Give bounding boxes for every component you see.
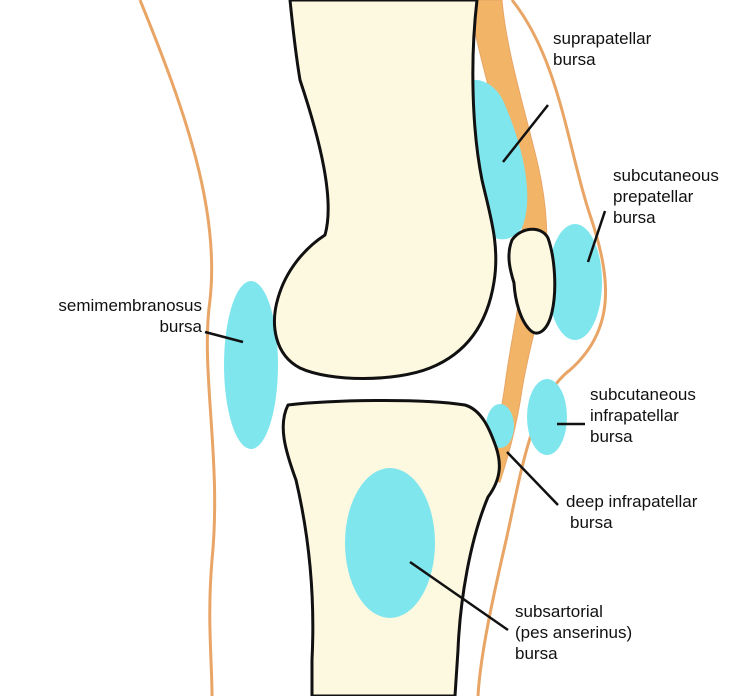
semimembranosus-bursa	[224, 281, 278, 449]
label-line: bursa	[553, 49, 651, 70]
label-line: subsartorial	[515, 601, 632, 622]
label-line: (pes anserinus)	[515, 622, 632, 643]
label-line: suprapatellar	[553, 28, 651, 49]
label-line: infrapatellar	[590, 405, 696, 426]
label-semimembranosus-bursa: semimembranosus bursa	[14, 295, 202, 337]
label-line: bursa	[14, 316, 202, 337]
label-deep-infrapatellar-bursa: deep infrapatellar bursa	[566, 491, 697, 533]
label-line: bursa	[566, 512, 697, 533]
label-line: prepatellar	[613, 186, 719, 207]
label-line: semimembranosus	[14, 295, 202, 316]
label-line: bursa	[590, 426, 696, 447]
subsartorial-bursa	[345, 468, 435, 618]
label-prepatellar-bursa: subcutaneous prepatellar bursa	[613, 165, 719, 228]
label-suprapatellar-bursa: suprapatellar bursa	[553, 28, 651, 70]
label-line: subcutaneous	[613, 165, 719, 186]
label-subsartorial-bursa: subsartorial (pes anserinus) bursa	[515, 601, 632, 664]
label-line: subcutaneous	[590, 384, 696, 405]
label-line: deep infrapatellar	[566, 491, 697, 512]
subcutaneous-infrapatellar-bursa	[527, 379, 567, 455]
label-line: bursa	[613, 207, 719, 228]
label-line: bursa	[515, 643, 632, 664]
label-subcutaneous-infrapatellar-bursa: subcutaneous infrapatellar bursa	[590, 384, 696, 447]
